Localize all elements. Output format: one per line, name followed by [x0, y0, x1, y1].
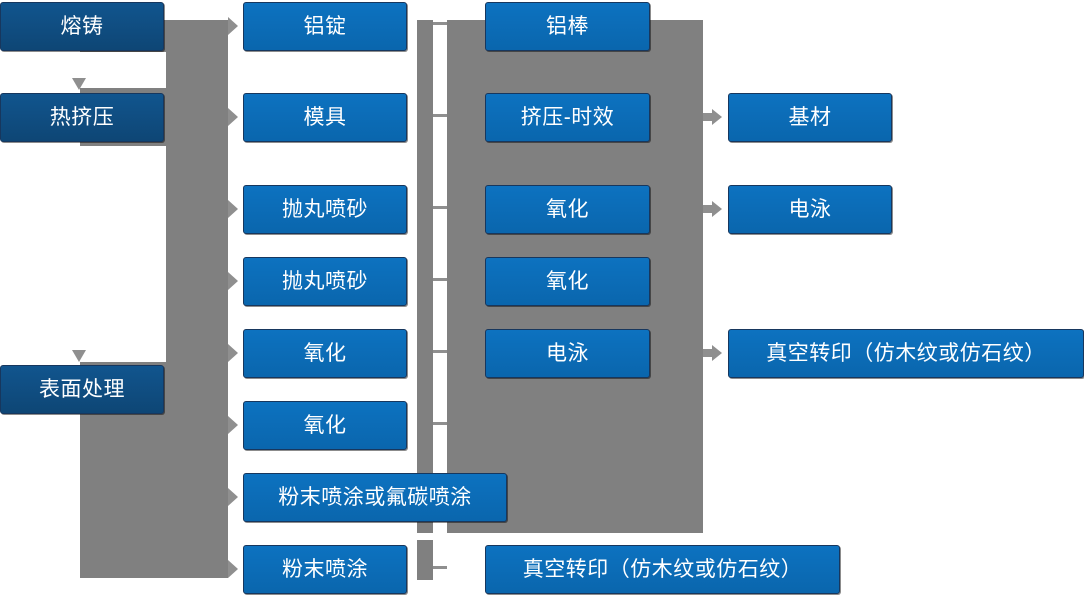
- label-aluminum-ingot: 铝锭: [303, 14, 347, 38]
- label-aluminum-bar: 铝棒: [546, 14, 589, 38]
- stage-label-melt-cast: 熔铸: [60, 14, 104, 38]
- box-aluminum-ingot[interactable]: 铝锭: [243, 2, 407, 51]
- left-connector-arrowheads: [228, 17, 238, 578]
- box-shot-blasting-1[interactable]: 抛丸喷砂: [243, 185, 407, 234]
- box-shot-blasting-2[interactable]: 抛丸喷砂: [243, 257, 407, 306]
- box-substrate[interactable]: 基材: [728, 93, 892, 142]
- box-aluminum-bar[interactable]: 铝棒: [485, 2, 650, 51]
- label-oxidation-col2-1: 氧化: [303, 341, 347, 365]
- label-electrophoresis-col3: 电泳: [546, 341, 589, 365]
- box-oxidation-col3-1[interactable]: 氧化: [485, 185, 650, 234]
- stage-label-hot-extrusion: 热挤压: [49, 105, 115, 129]
- label-powder-coating: 粉末喷涂: [282, 557, 368, 581]
- label-shot-blasting-1: 抛丸喷砂: [282, 197, 368, 221]
- label-powder-or-fluorocarbon-coating: 粉末喷涂或氟碳喷涂: [278, 485, 472, 509]
- label-electrophoresis-col4: 电泳: [788, 197, 832, 221]
- box-oxidation-col2-1[interactable]: 氧化: [243, 329, 407, 378]
- label-oxidation-col3-2: 氧化: [546, 269, 589, 293]
- stage-label-surface-treatment: 表面处理: [39, 377, 125, 401]
- box-mould[interactable]: 模具: [243, 93, 407, 142]
- label-substrate: 基材: [788, 105, 832, 129]
- label-oxidation-col3-1: 氧化: [546, 197, 589, 221]
- box-oxidation-col2-2[interactable]: 氧化: [243, 401, 407, 450]
- box-extrusion-aging[interactable]: 挤压-时效: [485, 93, 650, 142]
- label-mould: 模具: [303, 105, 347, 129]
- label-extrusion-aging: 挤压-时效: [520, 105, 615, 129]
- label-shot-blasting-2: 抛丸喷砂: [282, 269, 368, 293]
- label-vacuum-transfer-col4: 真空转印（仿木纹或仿石纹）: [766, 341, 1046, 365]
- label-vacuum-transfer-col3: 真空转印（仿木纹或仿石纹）: [522, 557, 803, 581]
- stage-box-melt-cast[interactable]: 熔铸: [0, 2, 164, 51]
- box-oxidation-col3-2[interactable]: 氧化: [485, 257, 650, 306]
- box-electrophoresis-col4[interactable]: 电泳: [728, 185, 892, 234]
- label-oxidation-col2-2: 氧化: [303, 413, 347, 437]
- stage-box-surface-treatment[interactable]: 表面处理: [0, 365, 164, 414]
- stage-box-hot-extrusion[interactable]: 热挤压: [0, 93, 164, 142]
- box-vacuum-transfer-col3[interactable]: 真空转印（仿木纹或仿石纹）: [485, 545, 840, 594]
- box-powder-coating[interactable]: 粉末喷涂: [243, 545, 407, 594]
- box-vacuum-transfer-col4[interactable]: 真空转印（仿木纹或仿石纹）: [728, 329, 1084, 378]
- box-powder-or-fluorocarbon-coating[interactable]: 粉末喷涂或氟碳喷涂: [243, 473, 507, 522]
- right-connector-arrowheads: [703, 109, 722, 361]
- box-electrophoresis-col3[interactable]: 电泳: [485, 329, 650, 378]
